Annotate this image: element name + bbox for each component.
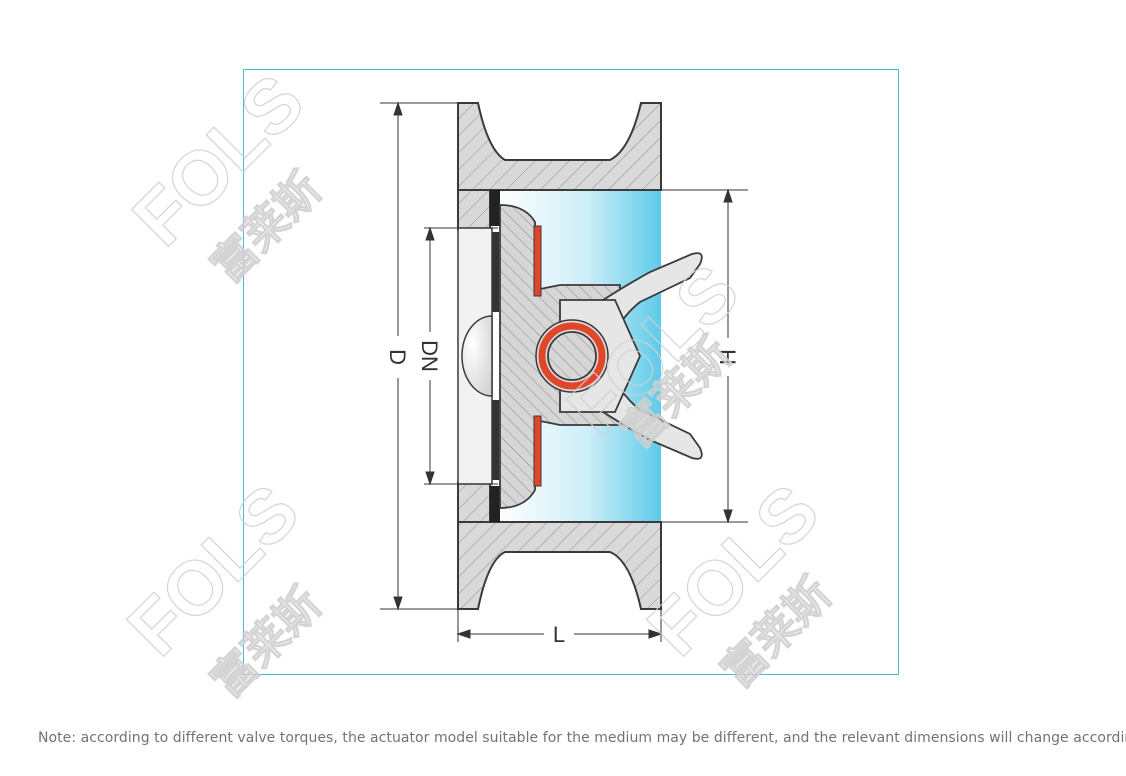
label-L: L (553, 622, 565, 647)
valve-body-wall-top (457, 189, 491, 231)
dimension-H (661, 188, 748, 524)
gasket-top (490, 190, 500, 226)
pin-core (547, 331, 597, 381)
watermark-3: FOLS 富莱斯 (111, 468, 331, 708)
gasket-bottom (490, 486, 500, 522)
footnote: Note: according to different valve torqu… (38, 730, 1126, 746)
label-D: D (385, 349, 410, 365)
seal-bottom (533, 415, 542, 487)
pin-seal-ring (538, 322, 606, 390)
dimension-L (456, 609, 663, 642)
seal-top (533, 225, 542, 297)
dimension-DN (424, 226, 498, 486)
watermark-4: FOLS 富莱斯 (631, 468, 841, 698)
label-H: H (715, 349, 740, 365)
valve-body-lower (457, 521, 662, 610)
valve-body-upper (457, 102, 662, 191)
dimension-D (380, 101, 458, 611)
label-DN: DN (417, 340, 442, 372)
gasket-mid-bottom (492, 400, 499, 480)
watermark-1: FOLS 富莱斯 (116, 58, 331, 293)
valve-body-wall-bottom (457, 481, 491, 523)
gasket-mid-top (492, 232, 499, 312)
seat-ball (461, 315, 493, 397)
diagram-frame (243, 69, 899, 675)
